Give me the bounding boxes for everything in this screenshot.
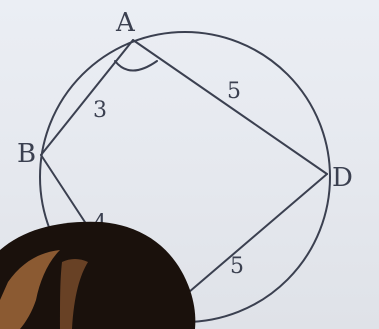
angle-a-mark <box>114 60 158 72</box>
hair <box>0 221 196 329</box>
length-label-ab: 3 <box>93 98 107 123</box>
length-label-cd: 5 <box>230 254 244 279</box>
hair-highlight <box>0 250 60 329</box>
foreground-head <box>0 221 196 329</box>
side-cd <box>174 173 328 305</box>
hair-highlight-strand <box>60 259 88 329</box>
vertex-label-b: B <box>17 139 36 169</box>
side-ad <box>132 39 328 175</box>
vertex-label-d: D <box>332 163 353 193</box>
length-label-ad: 5 <box>227 79 241 104</box>
vertex-label-a: A <box>115 8 136 38</box>
side-ab <box>40 39 134 156</box>
